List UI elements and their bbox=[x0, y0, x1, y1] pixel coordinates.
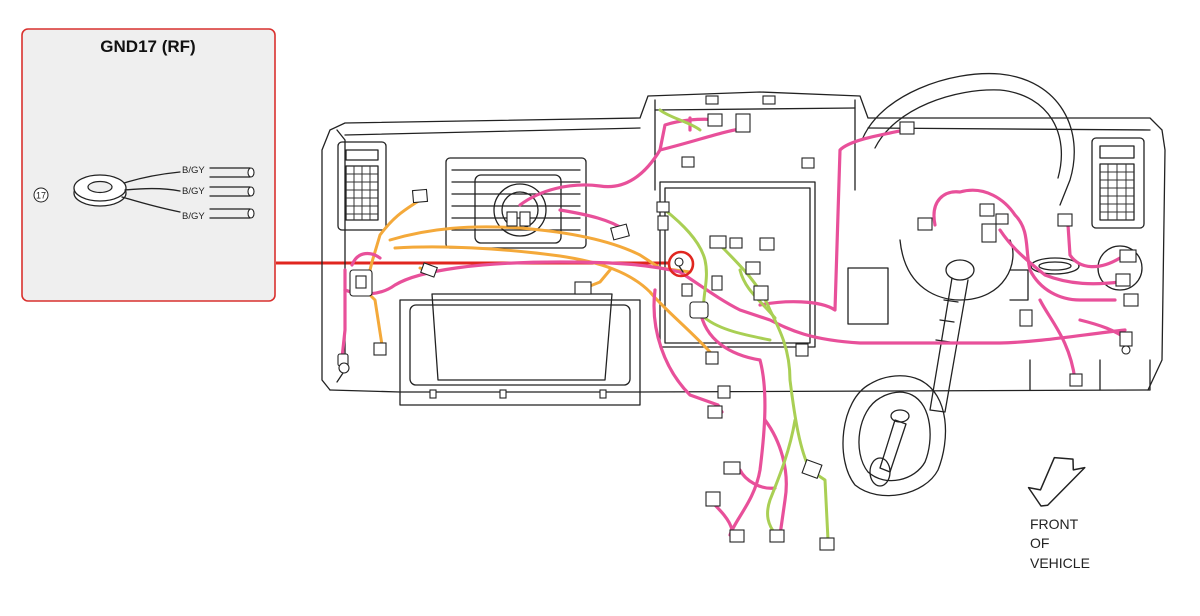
callout-box bbox=[21, 28, 276, 302]
front-label-line2: OF bbox=[1030, 535, 1049, 551]
wire-3: B/GY bbox=[182, 208, 255, 222]
dashboard-outline bbox=[321, 91, 1166, 406]
steering-wheel bbox=[842, 72, 1075, 497]
ref-number-circle bbox=[33, 187, 49, 203]
front-arrow-icon bbox=[1027, 456, 1086, 507]
front-label-line3: VEHICLE bbox=[1030, 555, 1090, 571]
ground-callout: GND17 (RF) 17 B/GY B/GY B/GY bbox=[21, 28, 276, 302]
ref-number: 17 bbox=[36, 191, 46, 201]
front-of-vehicle-indicator: FRONT OF VEHICLE bbox=[1027, 456, 1090, 571]
ground-point-gnd17 bbox=[667, 250, 695, 278]
wire-2: B/GY bbox=[182, 186, 255, 197]
callout-title: GND17 (RF) bbox=[100, 37, 195, 56]
connectors bbox=[337, 113, 1139, 551]
ring-terminal-icon bbox=[73, 171, 181, 213]
wire-label: B/GY bbox=[182, 211, 205, 222]
front-label-line1: FRONT bbox=[1030, 516, 1079, 532]
wire-1: B/GY bbox=[182, 165, 255, 178]
wire-label: B/GY bbox=[182, 186, 205, 197]
harness-green bbox=[658, 108, 830, 542]
wire-label: B/GY bbox=[182, 165, 205, 176]
